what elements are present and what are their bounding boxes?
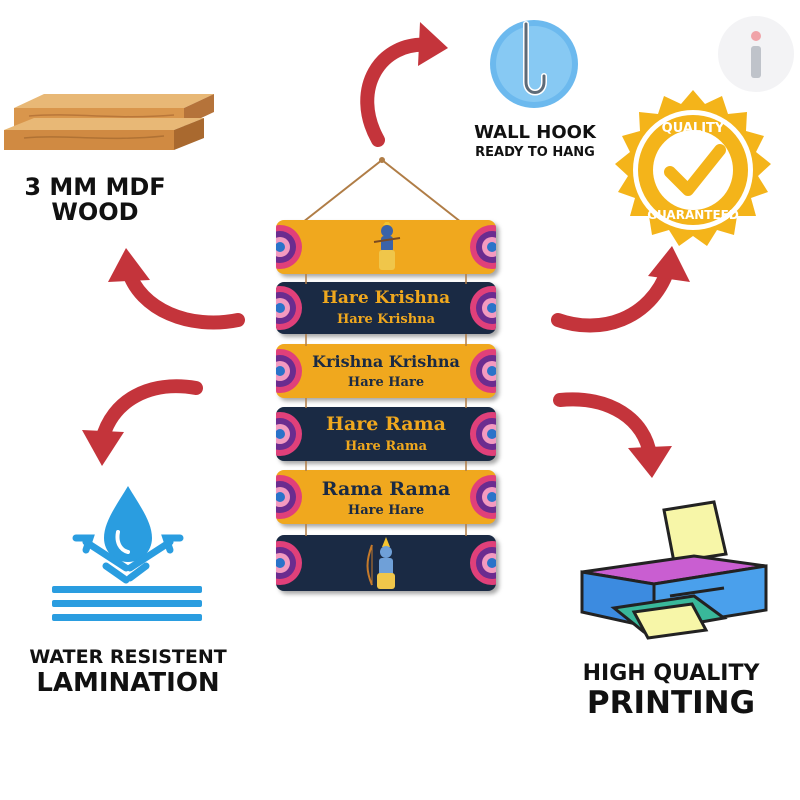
- plank-3-line2: Hare Hare: [347, 375, 425, 390]
- plank-3-line1: Krishna Krishna: [312, 352, 460, 371]
- printing-label: HIGH QUALITY PRINTING: [566, 662, 776, 720]
- hook-label-line2: READY TO HANG: [475, 144, 595, 160]
- wood-label-line1: 3 MM MDF: [24, 173, 166, 201]
- mandala-icon: [470, 541, 496, 585]
- plank-1: [276, 220, 496, 274]
- printing-label-line1: HIGH QUALITY: [582, 661, 760, 686]
- rama-figure-icon: [366, 537, 395, 589]
- plank-2: Hare Krishna Hare Krishna: [276, 282, 496, 334]
- plank-6: [276, 535, 496, 591]
- plank-4: Hare Rama Hare Rama: [276, 407, 496, 461]
- brand-logo-icon: [718, 16, 794, 92]
- plank-3: Krishna Krishna Hare Hare: [276, 344, 496, 398]
- mandala-icon: [276, 349, 302, 393]
- arrow-to-quality: [551, 263, 675, 333]
- plank-2-line1: Hare Krishna: [321, 288, 451, 308]
- plank-5-line2: Hare Hare: [347, 503, 425, 518]
- quality-badge-icon: QUALITY GUARANTEED: [615, 90, 771, 246]
- water-drop-icon: [52, 486, 202, 621]
- krishna-figure-icon: [373, 222, 401, 270]
- hanging-string: [297, 157, 467, 227]
- wall-hook-icon: [490, 20, 578, 108]
- mandala-icon: [276, 541, 302, 585]
- arrow-head-quality: [648, 246, 690, 282]
- mandala-icon: [470, 286, 496, 330]
- arrow-to-water: [95, 379, 203, 447]
- plank-4-line2: Hare Rama: [344, 439, 428, 454]
- arrow-head-printer: [628, 446, 672, 478]
- mandala-icon: [276, 475, 302, 519]
- wood-planks-icon: [4, 94, 214, 150]
- arrow-head-hook: [418, 22, 448, 66]
- water-label-line1: WATER RESISTENT: [29, 646, 227, 668]
- mandala-icon: [470, 475, 496, 519]
- hook-label: WALL HOOK READY TO HANG: [450, 122, 620, 160]
- badge-bottom-text: GUARANTEED: [647, 208, 739, 222]
- arrow-to-wood: [121, 263, 245, 330]
- plank-5-line1: Rama Rama: [321, 478, 451, 500]
- arrow-to-printer: [553, 392, 657, 462]
- mandala-icon: [276, 286, 302, 330]
- hook-label-line1: WALL HOOK: [474, 122, 596, 143]
- plank-2-line2: Hare Krishna: [336, 312, 436, 327]
- printer-icon: [580, 500, 768, 640]
- plank-4-line1: Hare Rama: [326, 413, 446, 435]
- mandala-icon: [470, 412, 496, 456]
- wood-label: 3 MM MDF WOOD: [0, 173, 190, 227]
- arrow-head-wood: [108, 248, 150, 282]
- plank-5: Rama Rama Hare Hare: [276, 470, 496, 524]
- badge-top-text: QUALITY: [662, 121, 725, 136]
- mandala-icon: [276, 225, 302, 269]
- water-label-line2: LAMINATION: [36, 667, 220, 698]
- arrow-head-water: [82, 430, 124, 466]
- mandala-icon: [470, 349, 496, 393]
- wood-label-line2: WOOD: [51, 198, 139, 227]
- water-label: WATER RESISTENT LAMINATION: [18, 646, 238, 698]
- mandala-icon: [276, 412, 302, 456]
- plank-connectors: [305, 274, 467, 536]
- mandala-icon: [470, 225, 496, 269]
- arrow-to-hook: [360, 37, 437, 147]
- printing-label-line2: PRINTING: [586, 685, 756, 722]
